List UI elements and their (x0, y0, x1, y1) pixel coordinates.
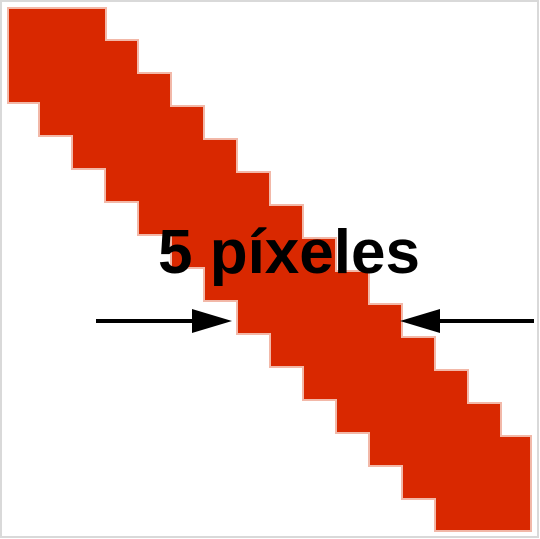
width-label: 5 píxeles (158, 218, 420, 287)
pixel-stripe (7, 7, 532, 532)
arrow-left-icon (400, 309, 534, 333)
arrow-right-icon (96, 309, 232, 333)
